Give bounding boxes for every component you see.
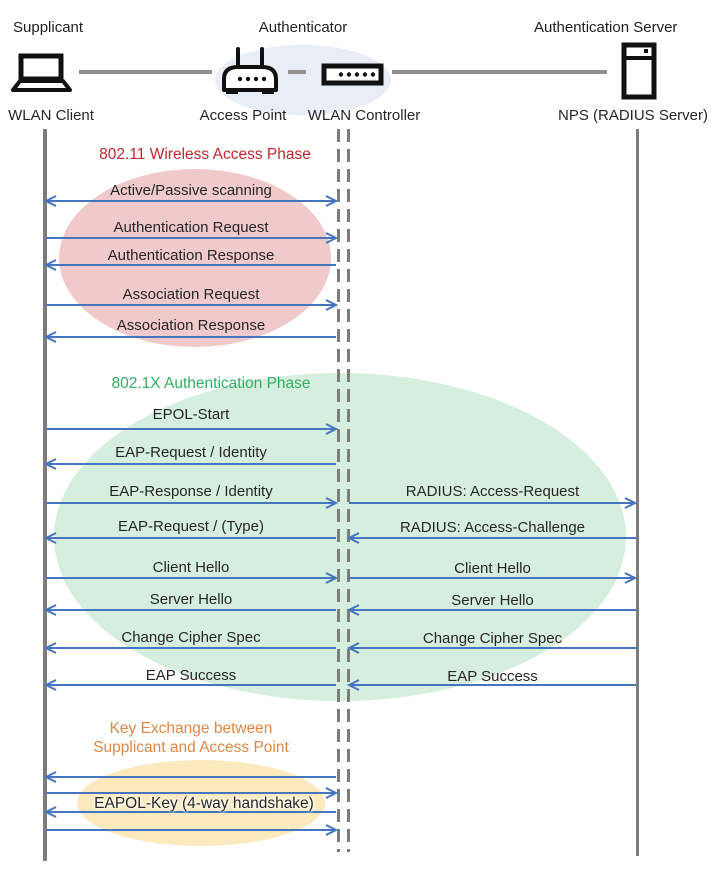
message-label-radius-access-request: RADIUS: Access-Request [405, 483, 580, 500]
message-label-eap-request-type: EAP-Request / (Type) [118, 518, 264, 535]
role-label-supplicant: Supplicant [13, 19, 84, 36]
message-label-eap-success-left: EAP Success [145, 667, 237, 684]
laptop-icon [11, 53, 72, 92]
message-label-authentication-response: Authentication Response [107, 247, 275, 264]
message-label-eapol-key-handshake: EAPOL-Key (4-way handshake) [94, 795, 314, 812]
lifeline-radius-server [636, 129, 639, 856]
server-icon [621, 42, 657, 100]
message-label-radius-access-challenge: RADIUS: Access-Challenge [399, 519, 586, 536]
node-label-wlan-client: WLAN Client [8, 107, 94, 124]
message-label-authentication-request: Authentication Request [113, 219, 269, 236]
message-label-server-hello-left: Server Hello [149, 591, 233, 608]
node-label-nps-radius-server: NPS (RADIUS Server) [557, 107, 709, 124]
phase3-title-line1: Key Exchange between [109, 720, 273, 737]
message-label-association-response: Association Response [116, 317, 266, 334]
message-label-epol-start: EPOL-Start [152, 406, 230, 423]
message-label-eap-response-identity: EAP-Response / Identity [109, 483, 273, 500]
role-label-authenticator: Authenticator [258, 19, 348, 36]
message-label-change-cipher-spec-right: Change Cipher Spec [422, 630, 563, 647]
phase2-title: 802.1X Authentication Phase [111, 375, 311, 392]
phase1-title: 802.11 Wireless Access Phase [99, 146, 311, 163]
message-label-eap-request-identity: EAP-Request / Identity [115, 444, 267, 461]
lifeline-controller-dashed-2 [347, 129, 350, 852]
node-label-access-point: Access Point [199, 107, 287, 124]
lifeline-controller-dashed-1 [337, 129, 340, 852]
message-label-client-hello-left: Client Hello [152, 559, 230, 576]
message-label-association-request: Association Request [122, 286, 260, 303]
message-label-change-cipher-spec-left: Change Cipher Spec [121, 629, 261, 646]
phase3-title: Key Exchange between Supplicant and Acce… [45, 719, 337, 757]
message-label-server-hello-right: Server Hello [451, 592, 534, 609]
authenticator-highlight-ellipse [215, 45, 391, 115]
message-label-active-passive-scanning: Active/Passive scanning [110, 182, 272, 199]
role-label-authentication-server: Authentication Server [534, 19, 678, 36]
lifeline-wlan-client [43, 129, 47, 861]
message-label-client-hello-right: Client Hello [454, 560, 531, 577]
node-label-wlan-controller: WLAN Controller [307, 107, 421, 124]
phase3-title-line2: Supplicant and Access Point [93, 739, 289, 756]
message-label-eap-success-right: EAP Success [447, 668, 538, 685]
